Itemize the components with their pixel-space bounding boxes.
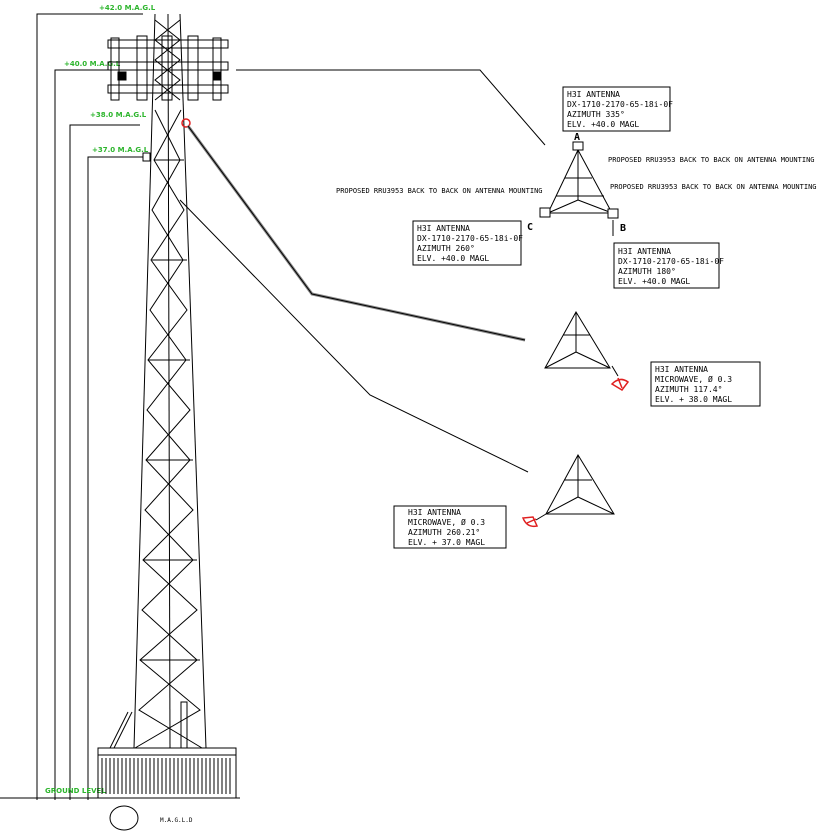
sector-label-c: C	[527, 222, 533, 233]
antenna-b-line1: H3I ANTENNA	[618, 247, 671, 256]
elevation-label-40: +40.0 M.A.G.L	[64, 60, 121, 68]
elevation-label-42: +42.0 M.A.G.L	[99, 4, 156, 12]
microwave-dish-icon-1	[610, 377, 630, 391]
antenna-a-line2: DX-1710-2170-65-18i-0F	[567, 100, 673, 109]
antenna-a-line3: AZIMUTH 335°	[567, 110, 625, 119]
rru-note-a: PROPOSED RRU3953 BACK TO BACK ON ANTENNA…	[608, 156, 815, 164]
connection-point-marker	[181, 118, 191, 128]
rru-note-c: PROPOSED RRU3953 BACK TO BACK ON ANTENNA…	[336, 187, 543, 195]
antenna-a-line4: ELV. +40.0 MAGL	[567, 120, 639, 129]
ground-level-label: GROUND LEVEL	[45, 787, 106, 795]
mw2-line1: H3I ANTENNA	[408, 508, 461, 517]
microwave-2-callout: H3I ANTENNA MICROWAVE, Ø 0.3 AZIMUTH 260…	[393, 505, 507, 549]
antenna-b-callout: H3I ANTENNA DX-1710-2170-65-18i-0F AZIMU…	[613, 242, 724, 289]
antenna-a-callout: H3I ANTENNA DX-1710-2170-65-18i-0F AZIMU…	[562, 86, 673, 132]
lattice-tower	[133, 13, 207, 749]
antenna-a-line1: H3I ANTENNA	[567, 90, 620, 99]
rru-note-b: PROPOSED RRU3953 BACK TO BACK ON ANTENNA…	[610, 183, 817, 191]
mw2-line3: AZIMUTH 260.21°	[408, 528, 480, 537]
mw2-line4: ELV. + 37.0 MAGL	[408, 538, 485, 547]
antenna-c-line4: ELV. +40.0 MAGL	[417, 254, 489, 263]
tower-base-shelter	[97, 701, 237, 799]
antenna-b-line3: AZIMUTH 180°	[618, 267, 676, 276]
microwave-plan-1	[544, 311, 619, 377]
microwave-1-callout: H3I ANTENNA MICROWAVE, Ø 0.3 AZIMUTH 117…	[650, 361, 761, 407]
ground-legend: M.A.G.L.D	[109, 805, 193, 831]
mw1-line4: ELV. + 38.0 MAGL	[655, 395, 732, 404]
mw1-line1: H3I ANTENNA	[655, 365, 708, 374]
mw1-line3: AZIMUTH 117.4°	[655, 385, 722, 394]
antenna-mounting-frame	[107, 35, 229, 101]
antenna-b-line2: DX-1710-2170-65-18i-0F	[618, 257, 724, 266]
antenna-c-line2: DX-1710-2170-65-18i-0F	[417, 234, 523, 243]
antenna-c-line3: AZIMUTH 260°	[417, 244, 475, 253]
mw1-line2: MICROWAVE, Ø 0.3	[655, 374, 732, 384]
elevation-label-37: +37.0 M.A.G.L	[92, 146, 149, 154]
sector-plan	[539, 141, 619, 236]
sector-label-b: B	[620, 223, 626, 234]
sector-label-a: A	[574, 132, 580, 143]
leader-lines	[179, 69, 546, 473]
antenna-b-line4: ELV. +40.0 MAGL	[618, 277, 690, 286]
legend-text: M.A.G.L.D	[160, 817, 193, 824]
microwave-plan-2	[535, 453, 615, 521]
antenna-c-line1: H3I ANTENNA	[417, 224, 470, 233]
mw2-line2: MICROWAVE, Ø 0.3	[408, 517, 485, 527]
microwave-dish-on-tower	[142, 152, 151, 162]
antenna-c-callout: H3I ANTENNA DX-1710-2170-65-18i-0F AZIMU…	[412, 220, 523, 266]
microwave-dish-icon-2	[521, 516, 539, 528]
elevation-label-38: +38.0 M.A.G.L	[90, 111, 147, 119]
